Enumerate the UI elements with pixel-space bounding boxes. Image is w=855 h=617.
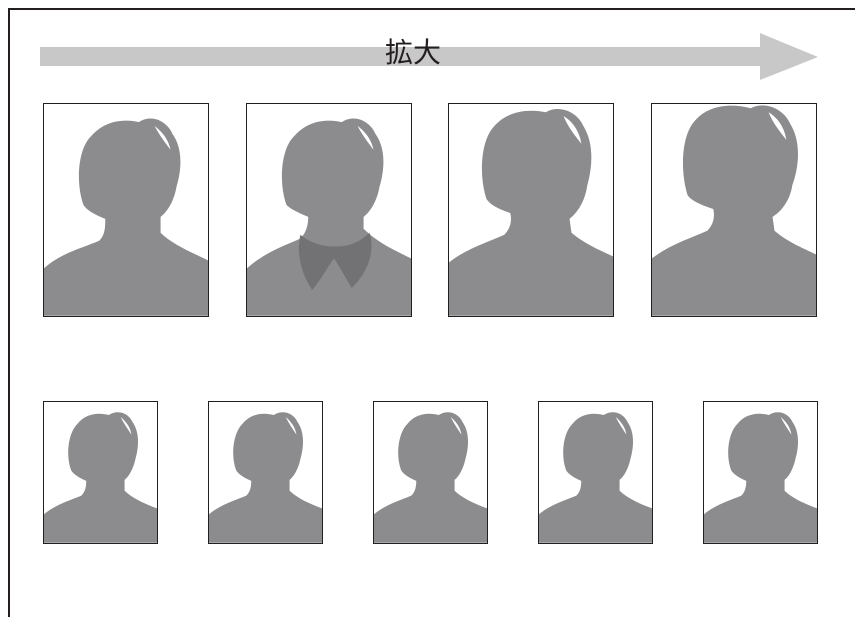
person-silhouette-icon bbox=[652, 105, 816, 316]
bow-tie bbox=[298, 232, 372, 291]
photo-large-3 bbox=[448, 103, 614, 317]
photo-small-2 bbox=[208, 401, 323, 544]
person-with-bow-tie-icon bbox=[247, 118, 411, 316]
enlarge-arrow bbox=[40, 33, 818, 80]
arrow-shaft bbox=[40, 47, 762, 66]
person-silhouette-icon bbox=[449, 109, 613, 316]
photo-large-2 bbox=[246, 103, 412, 317]
photo-small-3 bbox=[373, 401, 488, 544]
photo-large-1 bbox=[43, 103, 209, 317]
arrow-label: 拡大 bbox=[385, 36, 442, 69]
photo-small-5 bbox=[703, 401, 818, 544]
photo-small-1 bbox=[43, 401, 158, 544]
person-silhouette-icon bbox=[539, 412, 652, 543]
photo-small-4 bbox=[538, 401, 653, 544]
person-silhouette-icon bbox=[209, 412, 322, 543]
photo-large-4 bbox=[651, 103, 817, 317]
person-silhouette-icon bbox=[374, 412, 487, 543]
arrow-head bbox=[760, 33, 818, 80]
person-silhouette-icon bbox=[704, 412, 817, 543]
person-silhouette-icon bbox=[44, 118, 208, 316]
person-silhouette-icon bbox=[44, 412, 157, 543]
